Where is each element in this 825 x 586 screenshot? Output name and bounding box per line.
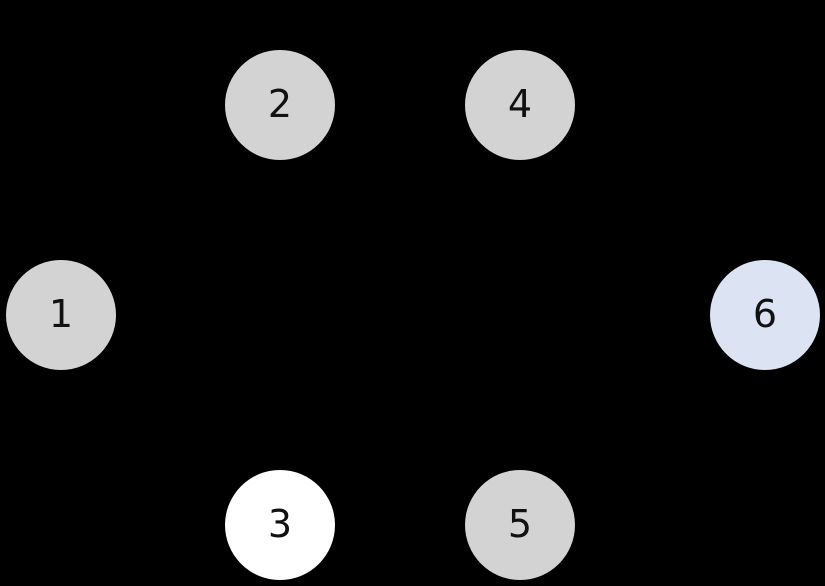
graph-node-6[interactable]: 6 xyxy=(710,260,820,370)
graph-node-label-5: 5 xyxy=(507,502,533,546)
graph-node-label-6: 6 xyxy=(752,292,778,336)
graph-node-3[interactable]: 3 xyxy=(225,470,335,580)
graph-node-label-4: 4 xyxy=(507,82,533,126)
graph-node-label-2: 2 xyxy=(267,82,293,126)
graph-node-label-3: 3 xyxy=(267,502,293,546)
graph-node-2[interactable]: 2 xyxy=(225,50,335,160)
graph-node-label-1: 1 xyxy=(48,292,74,336)
graph-node-4[interactable]: 4 xyxy=(465,50,575,160)
graph-node-5[interactable]: 5 xyxy=(465,470,575,580)
graph-node-1[interactable]: 1 xyxy=(6,260,116,370)
